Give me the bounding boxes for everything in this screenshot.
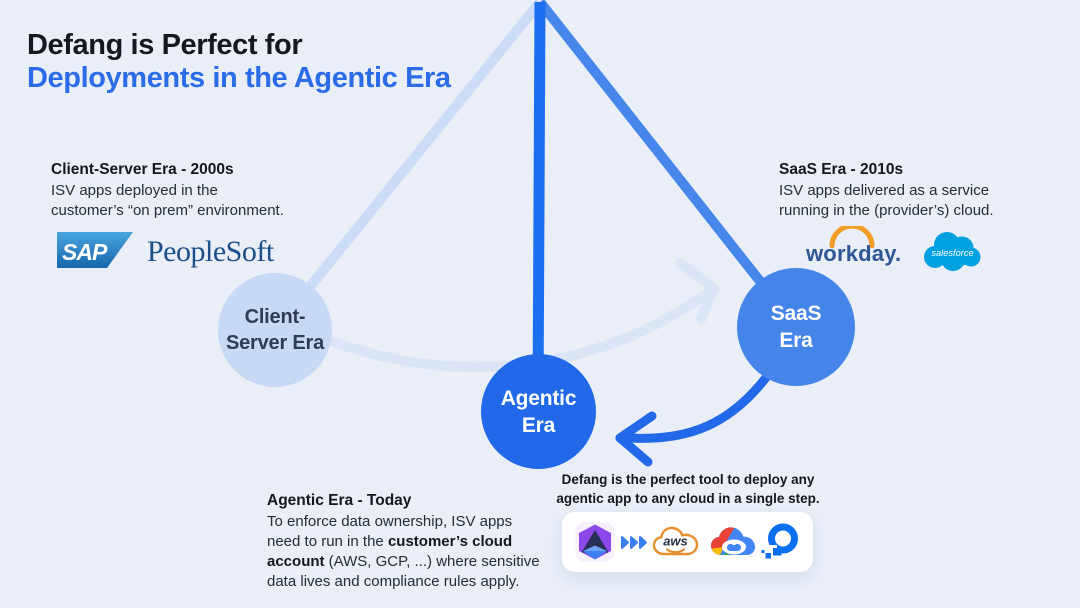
workday-label: workday.: [806, 241, 902, 266]
agentic-era-circle: Agentic Era: [481, 354, 596, 469]
client-server-block: Client-Server Era - 2000s ISV apps deplo…: [51, 160, 284, 221]
agentic-body-bold: customer’s cloud account: [267, 533, 513, 570]
client-server-body: ISV apps deployed in the customer’s “on …: [51, 182, 284, 219]
salesforce-logo: salesforce: [924, 232, 981, 271]
saas-block: SaaS Era - 2010s ISV apps delivered as a…: [779, 160, 994, 221]
deploy-targets-card: aws: [562, 512, 813, 572]
title-line-2: Deployments in the Agentic Era: [27, 62, 451, 94]
faded-swing-arrow: [329, 258, 719, 373]
aws-label: aws: [664, 534, 689, 549]
workday-arc-icon: [829, 226, 875, 248]
client-server-heading: Client-Server Era - 2000s: [51, 161, 234, 178]
digitalocean-logo-icon: [761, 523, 799, 562]
aws-logo-icon: aws: [653, 526, 699, 556]
google-cloud-logo-icon: [711, 527, 756, 556]
pendulum-arm-saas: [536, 0, 800, 331]
workday-logo: workday.: [806, 226, 906, 274]
agentic-heading: Agentic Era - Today: [267, 492, 412, 509]
chevrons-icon: [620, 535, 647, 549]
sap-label: SAP: [62, 239, 108, 265]
peoplesoft-logo: PeopleSoft: [147, 235, 274, 268]
saas-body: ISV apps delivered as a service running …: [779, 182, 994, 219]
salesforce-label: salesforce: [931, 248, 973, 258]
saas-to-agentic-arrow: [615, 370, 773, 467]
defang-logo-icon: [575, 522, 615, 562]
agentic-block: Agentic Era - Today To enforce data owner…: [267, 471, 567, 592]
title-line-1: Defang is Perfect for: [27, 29, 303, 61]
pendulum-arm-agentic: [532, 1, 546, 406]
salesforce-cloud-icon: [924, 232, 981, 271]
agentic-body-part-1: To enforce data ownership, ISV apps need…: [267, 513, 513, 550]
page-title: Defang is Perfect for Deployments in the…: [27, 29, 451, 95]
saas-era-circle: SaaS Era: [737, 268, 855, 386]
pendulum-arm-client-server: [271, 0, 544, 334]
defang-callout-text: Defang is the perfect tool to deploy any…: [556, 472, 820, 506]
sap-logo: SAP: [57, 232, 133, 268]
saas-heading: SaaS Era - 2010s: [779, 161, 904, 178]
agentic-body-part-2: (AWS, GCP, ...) where sensitive data liv…: [267, 553, 540, 590]
sap-shape: [57, 232, 133, 268]
client-server-era-circle: Client- Server Era: [218, 273, 332, 387]
